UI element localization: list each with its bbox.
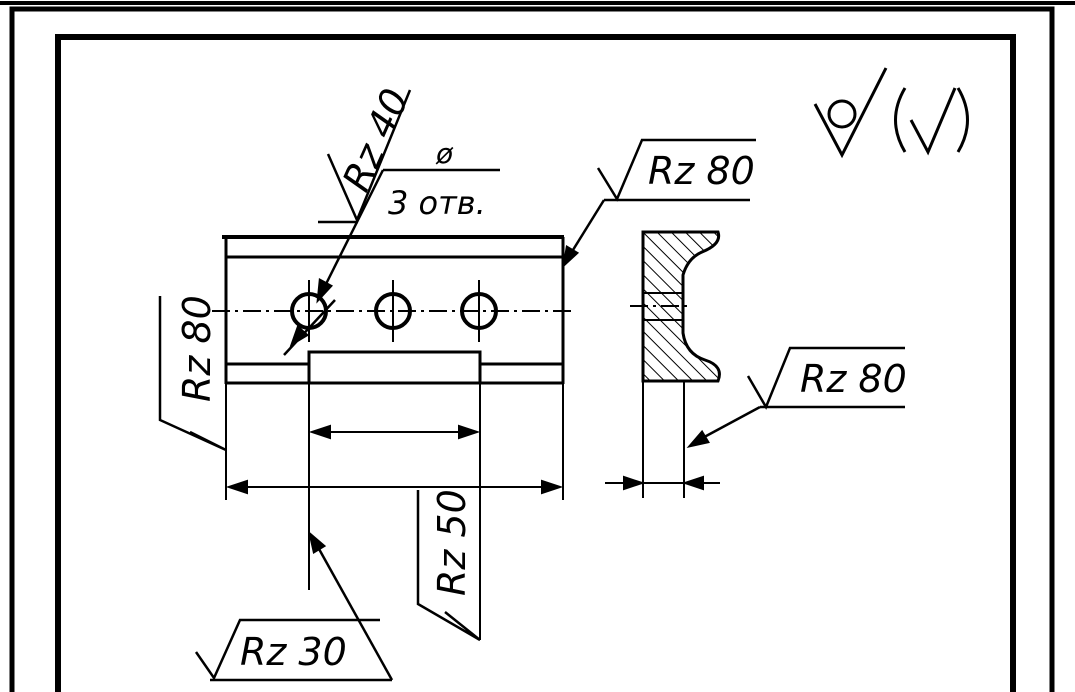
rz80-top-callout: [562, 138, 756, 269]
general-roughness-mark: [813, 67, 969, 159]
rz80-top-arrow: [562, 244, 580, 269]
rz80-right-label: Rz 80: [800, 357, 907, 401]
arrow-cutout-left: [308, 424, 331, 440]
rz30-roughness-sign: [194, 618, 380, 681]
arrow-thickness-left: [623, 475, 646, 491]
rz80-left-roughness-sign: [158, 296, 227, 452]
rz30-callout: [194, 530, 394, 682]
rz50-roughness-sign: [416, 490, 481, 642]
circle-icon: [827, 99, 857, 129]
checkmark-icon: [909, 87, 957, 156]
arrow-cutout-right: [458, 424, 481, 440]
rz80-top-roughness-sign: [596, 138, 756, 202]
diameter-symbol: ø: [435, 137, 454, 170]
diameter-leader: [283, 299, 336, 356]
section-profile: [641, 230, 721, 383]
rz80-right-callout: [686, 346, 905, 449]
rz80-right-arrow: [686, 429, 710, 449]
left-paren-icon: [894, 87, 907, 153]
section-view: [630, 230, 721, 383]
rz30-label: Rz 30: [240, 630, 347, 674]
outer-frame: [9, 6, 1055, 692]
front-view: [212, 235, 576, 385]
rz40-callout: [283, 89, 500, 356]
arrow-thickness-right: [681, 475, 704, 491]
non-removal-surface-icon: [813, 67, 888, 159]
hole-leader-arrow: [316, 278, 334, 304]
rz40-label: Rz 40: [334, 82, 418, 197]
diameter-arrow: [289, 324, 310, 347]
rz50-label: Rz 50: [430, 489, 474, 596]
rz80-left-callout: [158, 296, 227, 452]
rz80-left-label: Rz 80: [175, 295, 219, 402]
rz30-leader: [312, 539, 394, 681]
rz80-top-label: Rz 80: [648, 149, 755, 193]
cutout-outline: [307, 350, 482, 383]
arrow-left: [225, 479, 248, 495]
arrow-right: [541, 479, 564, 495]
rz80-right-roughness-sign: [746, 346, 905, 410]
rz80-top-leader: [566, 199, 606, 259]
rz50-callout: [416, 490, 481, 642]
rz30-arrow: [307, 530, 327, 554]
holes-count-label: 3 отв.: [388, 184, 486, 222]
inner-frame: [55, 34, 1016, 692]
hole-leader: [318, 169, 385, 297]
right-paren-icon: [956, 87, 969, 153]
dimensions: [225, 382, 720, 640]
